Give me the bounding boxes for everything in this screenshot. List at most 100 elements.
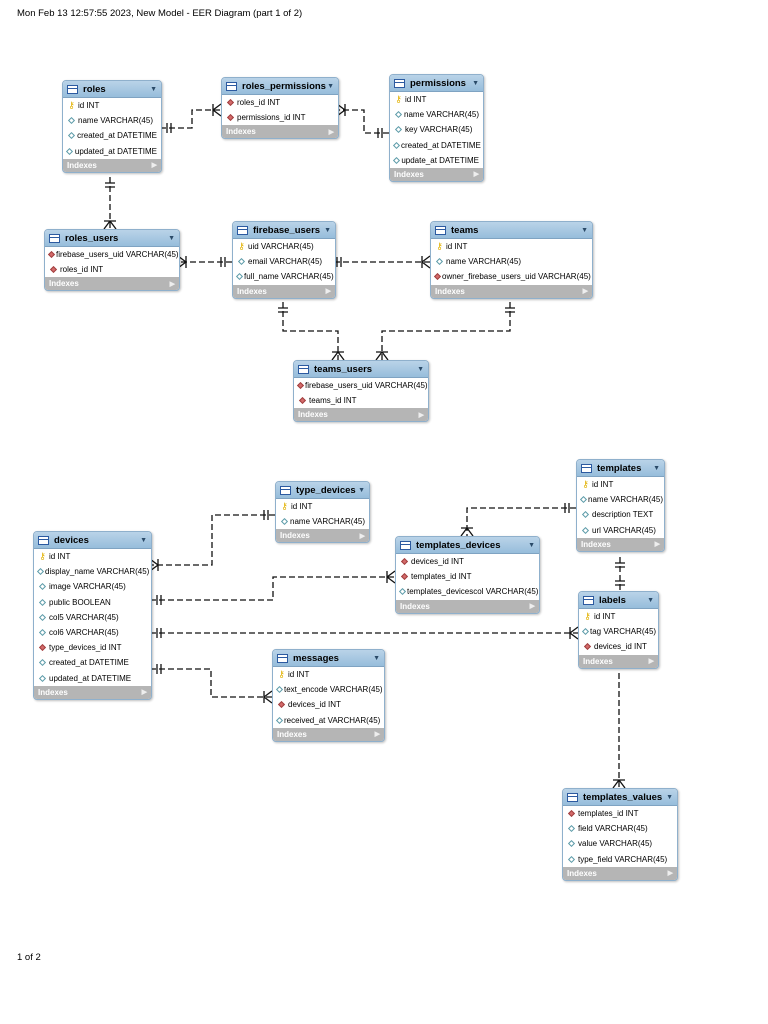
entity-teams-users[interactable]: teams_users▼firebase_users_uid VARCHAR(4… <box>293 360 429 423</box>
expand-arrow-icon[interactable]: ▶ <box>374 731 380 739</box>
entity-roles-users[interactable]: roles_users▼firebase_users_uid VARCHAR(4… <box>44 229 180 292</box>
column-row[interactable]: received_at VARCHAR(45) <box>273 713 384 728</box>
column-row[interactable]: created_at DATETIME <box>390 138 483 153</box>
expand-arrow-icon[interactable]: ▶ <box>529 603 535 611</box>
column-row[interactable]: templates_id INT <box>563 806 677 821</box>
indexes-row[interactable]: Indexes▶ <box>273 727 384 741</box>
indexes-row[interactable]: Indexes▶ <box>63 158 161 172</box>
expand-arrow-icon[interactable]: ▶ <box>654 541 660 549</box>
collapse-triangle-icon[interactable]: ▼ <box>373 654 380 662</box>
expand-arrow-icon[interactable]: ▶ <box>473 171 479 179</box>
column-row[interactable]: ⚷id INT <box>431 239 592 254</box>
expand-arrow-icon[interactable]: ▶ <box>582 288 588 296</box>
indexes-row[interactable]: Indexes▶ <box>577 537 664 551</box>
column-row[interactable]: ⚷id INT <box>276 499 369 514</box>
column-row[interactable]: name VARCHAR(45) <box>390 107 483 122</box>
entity-header[interactable]: firebase_users▼ <box>233 222 335 239</box>
column-row[interactable]: created_at DATETIME <box>34 655 151 670</box>
column-row[interactable]: text_encode VARCHAR(45) <box>273 682 384 697</box>
column-row[interactable]: updated_at DATETIME <box>34 671 151 686</box>
indexes-row[interactable]: Indexes▶ <box>222 125 338 139</box>
entity-header[interactable]: type_devices▼ <box>276 482 369 499</box>
column-row[interactable]: public BOOLEAN <box>34 595 151 610</box>
entity-header[interactable]: messages▼ <box>273 650 384 667</box>
collapse-triangle-icon[interactable]: ▼ <box>666 793 673 801</box>
collapse-triangle-icon[interactable]: ▼ <box>168 234 175 242</box>
column-row[interactable]: ⚷id INT <box>63 98 161 113</box>
collapse-triangle-icon[interactable]: ▼ <box>417 365 424 373</box>
column-row[interactable]: updated_at DATETIME <box>63 144 161 159</box>
column-row[interactable]: devices_id INT <box>396 554 539 569</box>
indexes-row[interactable]: Indexes▶ <box>233 284 335 298</box>
column-row[interactable]: ⚷id INT <box>577 477 664 492</box>
column-row[interactable]: image VARCHAR(45) <box>34 579 151 594</box>
indexes-row[interactable]: Indexes▶ <box>390 167 483 181</box>
entity-header[interactable]: teams_users▼ <box>294 361 428 378</box>
column-row[interactable]: roles_id INT <box>222 95 338 110</box>
collapse-triangle-icon[interactable]: ▼ <box>581 226 588 234</box>
column-row[interactable]: firebase_users_uid VARCHAR(45) <box>45 247 179 262</box>
indexes-row[interactable]: Indexes▶ <box>276 529 369 543</box>
indexes-row[interactable]: Indexes▶ <box>579 654 658 668</box>
expand-arrow-icon[interactable]: ▶ <box>359 532 365 540</box>
collapse-triangle-icon[interactable]: ▼ <box>150 85 157 93</box>
indexes-row[interactable]: Indexes▶ <box>396 599 539 613</box>
entity-header[interactable]: roles_users▼ <box>45 230 179 247</box>
entity-header[interactable]: permissions▼ <box>390 75 483 92</box>
column-row[interactable]: name VARCHAR(45) <box>431 254 592 269</box>
collapse-triangle-icon[interactable]: ▼ <box>653 464 660 472</box>
column-row[interactable]: type_field VARCHAR(45) <box>563 852 677 867</box>
column-row[interactable]: key VARCHAR(45) <box>390 122 483 137</box>
column-row[interactable]: tag VARCHAR(45) <box>579 624 658 639</box>
expand-arrow-icon[interactable]: ▶ <box>151 162 157 170</box>
expand-arrow-icon[interactable]: ▶ <box>667 870 673 878</box>
expand-arrow-icon[interactable]: ▶ <box>648 658 654 666</box>
column-row[interactable]: devices_id INT <box>579 639 658 654</box>
column-row[interactable]: name VARCHAR(45) <box>276 514 369 529</box>
column-row[interactable]: owner_firebase_users_uid VARCHAR(45) <box>431 269 592 284</box>
entity-firebase-users[interactable]: firebase_users▼⚷uid VARCHAR(45)email VAR… <box>232 221 336 299</box>
expand-arrow-icon[interactable]: ▶ <box>418 411 424 419</box>
entity-header[interactable]: roles_permissions▼ <box>222 78 338 95</box>
column-row[interactable]: ⚷id INT <box>34 549 151 564</box>
column-row[interactable]: name VARCHAR(45) <box>63 113 161 128</box>
column-row[interactable]: email VARCHAR(45) <box>233 254 335 269</box>
entity-header[interactable]: roles▼ <box>63 81 161 98</box>
entity-header[interactable]: teams▼ <box>431 222 592 239</box>
entity-header[interactable]: templates_values▼ <box>563 789 677 806</box>
column-row[interactable]: roles_id INT <box>45 262 179 277</box>
indexes-row[interactable]: Indexes▶ <box>294 408 428 422</box>
indexes-row[interactable]: Indexes▶ <box>45 277 179 291</box>
column-row[interactable]: name VARCHAR(45) <box>577 492 664 507</box>
column-row[interactable]: description TEXT <box>577 507 664 522</box>
column-row[interactable]: url VARCHAR(45) <box>577 523 664 538</box>
column-row[interactable]: ⚷id INT <box>579 609 658 624</box>
column-row[interactable]: ⚷id INT <box>273 667 384 682</box>
expand-arrow-icon[interactable]: ▶ <box>325 288 331 296</box>
expand-arrow-icon[interactable]: ▶ <box>169 280 175 288</box>
column-row[interactable]: field VARCHAR(45) <box>563 821 677 836</box>
column-row[interactable]: permissions_id INT <box>222 110 338 125</box>
column-row[interactable]: update_at DATETIME <box>390 153 483 168</box>
expand-arrow-icon[interactable]: ▶ <box>141 689 147 697</box>
indexes-row[interactable]: Indexes▶ <box>563 866 677 880</box>
expand-arrow-icon[interactable]: ▶ <box>328 128 334 136</box>
collapse-triangle-icon[interactable]: ▼ <box>140 536 147 544</box>
column-row[interactable]: templates_id INT <box>396 569 539 584</box>
collapse-triangle-icon[interactable]: ▼ <box>472 79 479 87</box>
column-row[interactable]: type_devices_id INT <box>34 640 151 655</box>
column-row[interactable]: col6 VARCHAR(45) <box>34 625 151 640</box>
column-row[interactable]: created_at DATETIME <box>63 128 161 143</box>
column-row[interactable]: firebase_users_uid VARCHAR(45) <box>294 378 428 393</box>
collapse-triangle-icon[interactable]: ▼ <box>327 82 334 90</box>
column-row[interactable]: ⚷uid VARCHAR(45) <box>233 239 335 254</box>
entity-header[interactable]: devices▼ <box>34 532 151 549</box>
